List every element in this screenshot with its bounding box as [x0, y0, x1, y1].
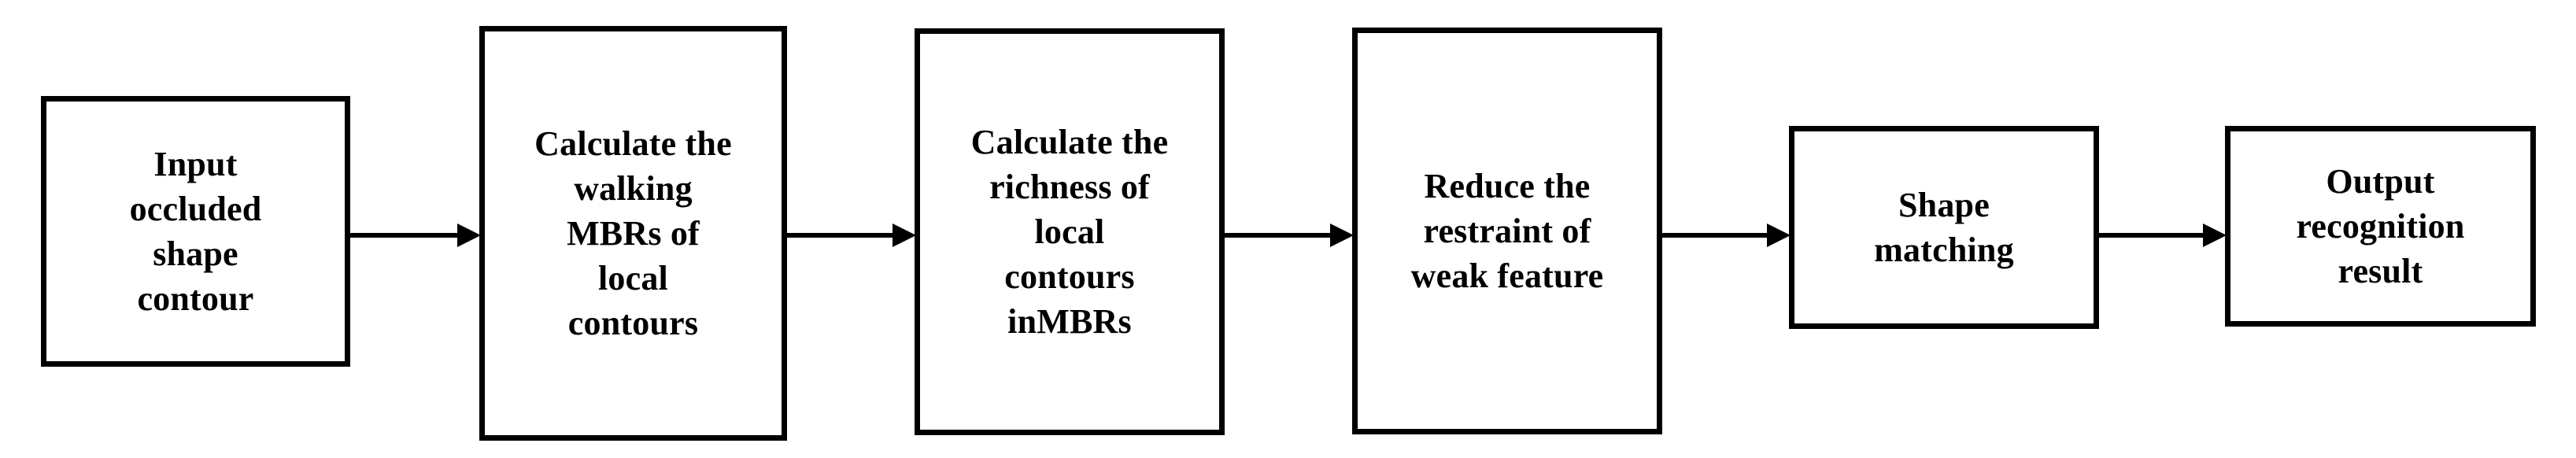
arrow-line — [350, 233, 459, 238]
arrow-head-icon — [2203, 223, 2227, 247]
node-label: Input occluded shape contour — [129, 144, 262, 319]
arrow-head-icon — [1767, 223, 1791, 247]
flowchart-node-output-recognition-result[interactable]: Output recognition result — [2225, 126, 2536, 327]
arrow-head-icon — [457, 223, 481, 247]
arrow-head-icon — [893, 223, 916, 247]
node-label: Output recognition result — [2296, 161, 2465, 291]
flowchart-node-shape-matching[interactable]: Shape matching — [1789, 126, 2099, 329]
node-label: Reduce the restraint of weak feature — [1410, 166, 1604, 296]
flowchart-node-reduce-restraint-weak-feature[interactable]: Reduce the restraint of weak feature — [1352, 28, 1662, 434]
flowchart-node-calculate-richness[interactable]: Calculate the richness of local contours… — [915, 28, 1225, 435]
arrow-line — [1225, 233, 1332, 238]
arrow-line — [1662, 233, 1768, 238]
node-label: Calculate the walking MBRs of local cont… — [534, 124, 732, 343]
arrow-line — [2099, 233, 2205, 238]
node-label: Shape matching — [1874, 185, 2014, 269]
arrow-head-icon — [1330, 223, 1354, 247]
flowchart-node-calculate-walking-mbrs[interactable]: Calculate the walking MBRs of local cont… — [479, 26, 787, 441]
flowchart-node-input-occluded-shape-contour[interactable]: Input occluded shape contour — [41, 96, 350, 367]
node-label: Calculate the richness of local contours… — [970, 122, 1169, 342]
arrow-line — [787, 233, 894, 238]
